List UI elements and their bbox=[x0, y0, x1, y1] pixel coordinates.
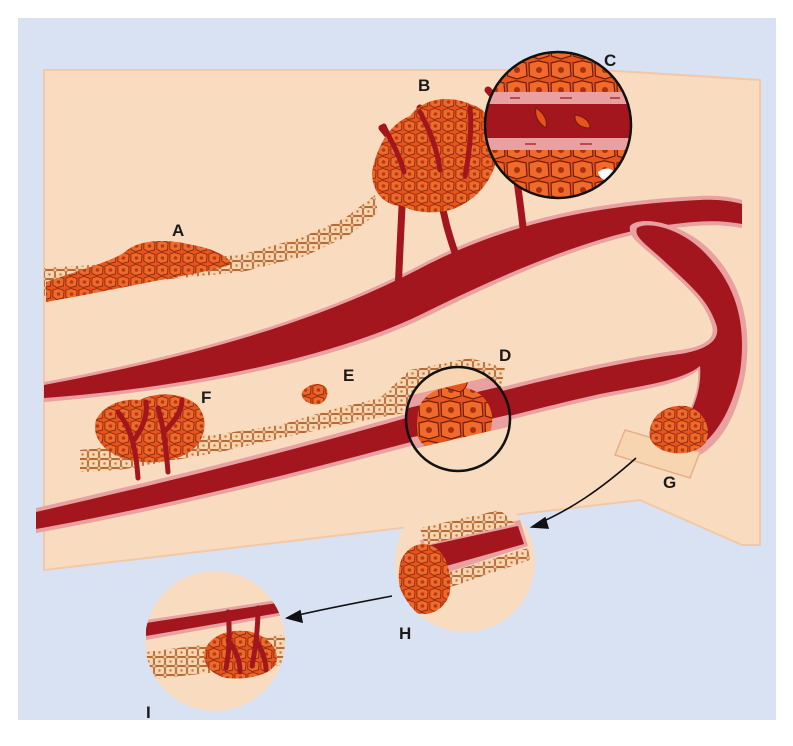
label-c: C bbox=[604, 52, 616, 69]
label-e: E bbox=[343, 367, 354, 384]
label-h: H bbox=[399, 625, 411, 642]
inset-h bbox=[395, 492, 535, 632]
label-b: B bbox=[418, 77, 430, 94]
label-i: I bbox=[146, 704, 151, 721]
label-g: G bbox=[663, 474, 676, 491]
label-d: D bbox=[499, 347, 511, 364]
label-a: A bbox=[172, 222, 184, 239]
label-f: F bbox=[201, 389, 211, 406]
